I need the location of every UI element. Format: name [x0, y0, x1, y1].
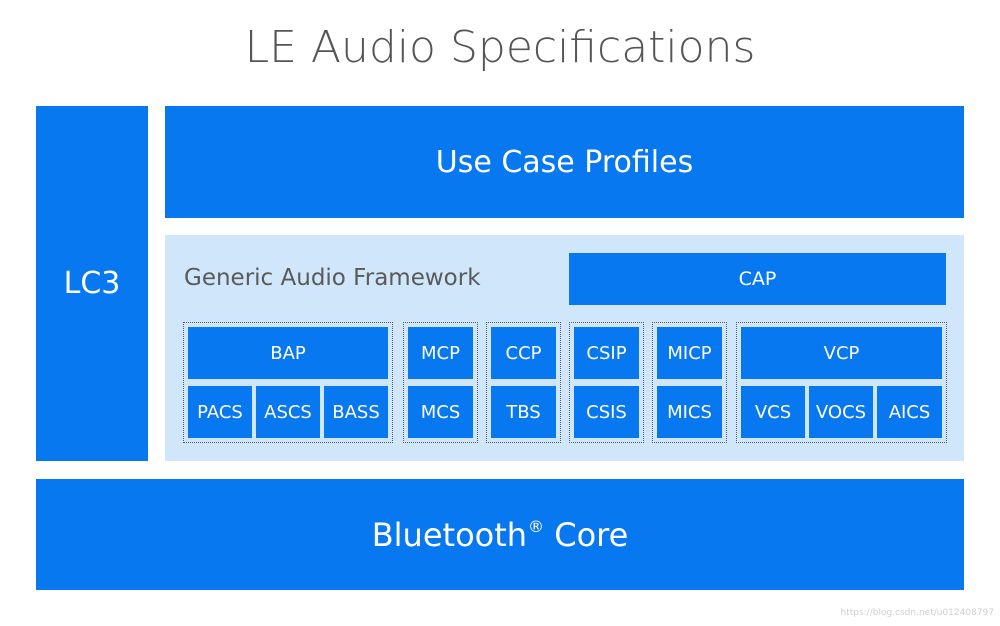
- csip-block: CSIP: [574, 327, 639, 379]
- vcp-block: VCP: [741, 327, 942, 379]
- mcp-label: MCP: [421, 342, 460, 364]
- aics-label: AICS: [888, 401, 931, 423]
- csis-label: CSIS: [586, 401, 627, 423]
- ascs-block: ASCS: [256, 386, 320, 438]
- diagram-title: LE Audio Specifications: [244, 22, 756, 73]
- core-word: Core: [544, 515, 629, 554]
- ccp-label: CCP: [505, 342, 542, 364]
- csip-label: CSIP: [586, 342, 627, 364]
- mcp-block: MCP: [408, 327, 473, 379]
- mcs-block: MCS: [408, 386, 473, 438]
- tbs-label: TBS: [506, 401, 541, 423]
- mics-block: MICS: [657, 386, 722, 438]
- bluetooth-core-block: Bluetooth® Core: [36, 479, 964, 590]
- watermark-url: https://blog.csdn.net/u012408797: [840, 608, 994, 618]
- mcs-label: MCS: [420, 401, 461, 423]
- lc3-block: LC3: [36, 106, 148, 461]
- bluetooth-core-label: Bluetooth® Core: [372, 516, 629, 554]
- pacs-label: PACS: [197, 401, 243, 423]
- tbs-block: TBS: [491, 386, 556, 438]
- micp-label: MICP: [667, 342, 712, 364]
- mics-label: MICS: [667, 401, 712, 423]
- use-case-profiles-label: Use Case Profiles: [435, 144, 694, 180]
- bap-block: BAP: [188, 327, 388, 379]
- ccp-block: CCP: [491, 327, 556, 379]
- csip-group: [569, 322, 644, 443]
- cap-block: CAP: [569, 253, 946, 305]
- registered-mark: ®: [528, 516, 545, 536]
- vocs-label: VOCS: [815, 401, 867, 423]
- bass-label: BASS: [332, 401, 380, 423]
- ascs-label: ASCS: [264, 401, 312, 423]
- vcs-block: VCS: [741, 386, 805, 438]
- bap-label: BAP: [270, 342, 306, 364]
- vocs-block: VOCS: [809, 386, 873, 438]
- vcp-label: VCP: [823, 342, 860, 364]
- bass-block: BASS: [324, 386, 388, 438]
- bap-group: [183, 322, 393, 443]
- generic-audio-framework-label: Generic Audio Framework: [184, 265, 481, 291]
- csis-block: CSIS: [574, 386, 639, 438]
- pacs-block: PACS: [188, 386, 252, 438]
- lc3-label: LC3: [63, 266, 121, 301]
- aics-block: AICS: [877, 386, 942, 438]
- vcs-label: VCS: [754, 401, 792, 423]
- micp-block: MICP: [657, 327, 722, 379]
- ccp-group: [486, 322, 561, 443]
- micp-group: [652, 322, 727, 443]
- use-case-profiles-block: Use Case Profiles: [165, 106, 964, 218]
- bluetooth-word: Bluetooth: [371, 515, 528, 554]
- vcp-group: [736, 322, 947, 443]
- cap-label: CAP: [738, 268, 777, 290]
- mcp-group: [403, 322, 478, 443]
